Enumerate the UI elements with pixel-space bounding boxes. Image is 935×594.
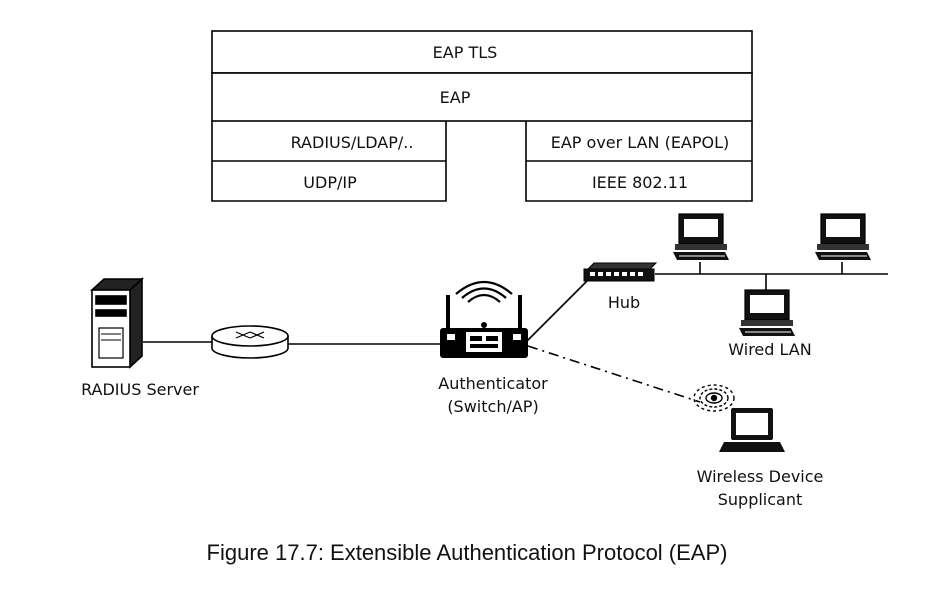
stack-label-ieee: IEEE 802.11: [591, 173, 689, 192]
link-authenticator-hub: [526, 279, 589, 342]
stack-label-eapol: EAP over LAN (EAPOL): [550, 133, 730, 152]
stack-label-udp-ip: UDP/IP: [303, 173, 357, 192]
radius-server-label: RADIUS Server: [81, 380, 199, 399]
authenticator-label: Authenticator: [438, 374, 548, 393]
hub-icon: [583, 262, 658, 282]
wireless-device-label: Wireless Device: [696, 467, 824, 486]
router-icon: [211, 325, 289, 359]
desktop-pc-icon: [739, 289, 795, 336]
supplicant-label: Supplicant: [717, 490, 803, 509]
stack-label-eap: EAP: [439, 88, 471, 107]
protocol-stack: [211, 30, 753, 202]
laptop-icon: [719, 408, 785, 452]
access-point-icon: [440, 281, 528, 358]
stack-box-eap-tls: [211, 30, 753, 74]
desktop-pc-icon: [673, 213, 729, 260]
wireless-signal-icon: [693, 384, 735, 412]
figure-caption: Figure 17.7: Extensible Authentication P…: [206, 540, 728, 565]
network-links: [143, 262, 888, 403]
authenticator-sublabel: (Switch/AP): [447, 397, 539, 416]
desktop-pc-icon: [815, 213, 871, 260]
stack-label-radius-ldap: RADIUS/LDAP/..: [290, 133, 414, 152]
server-icon: [89, 277, 145, 369]
wireless-link: [527, 345, 701, 403]
stack-box-eap: [211, 72, 753, 122]
stack-label-eap-tls: EAP TLS: [432, 43, 498, 62]
hub-label: Hub: [607, 293, 641, 312]
wired-lan-label: Wired LAN: [728, 340, 812, 359]
